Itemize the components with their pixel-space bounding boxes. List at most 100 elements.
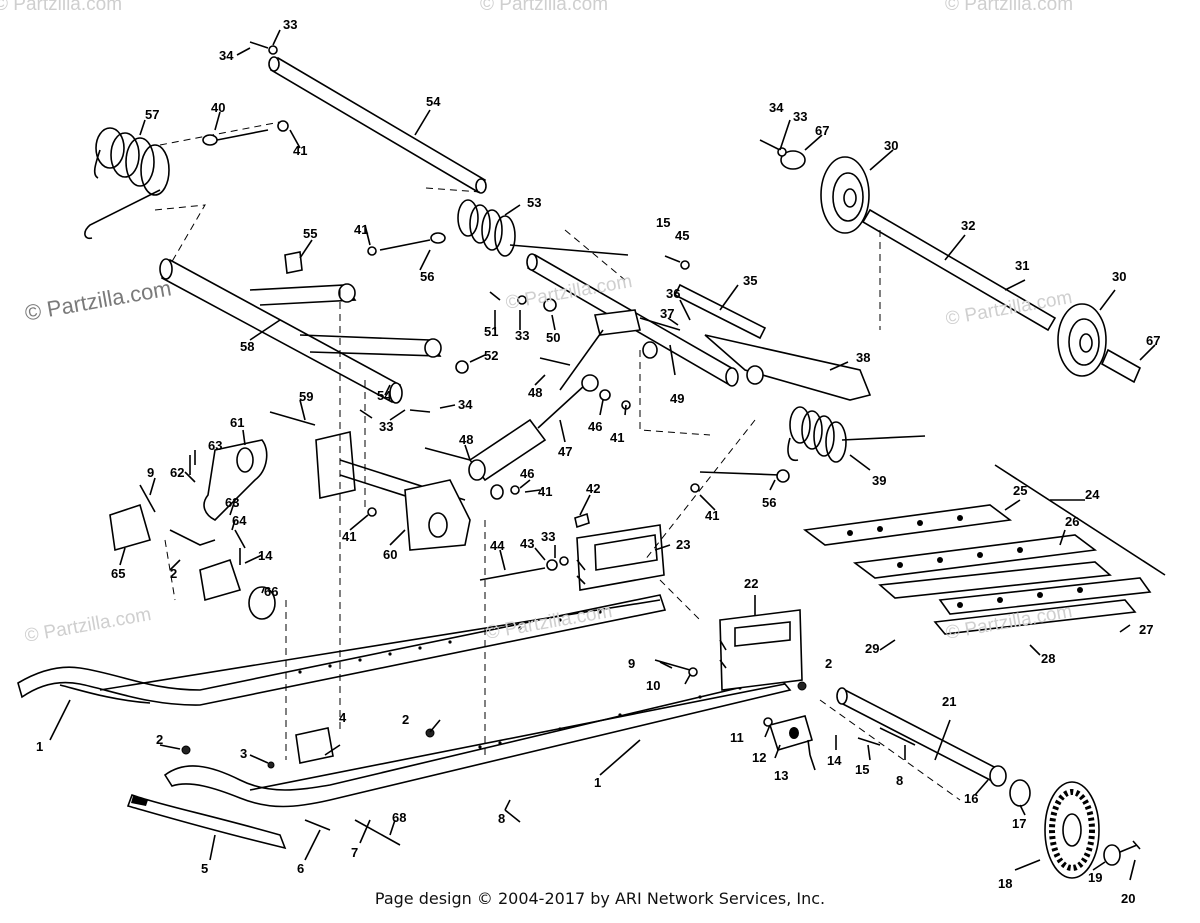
callout-41: 41 [538, 484, 552, 499]
callout-57: 57 [145, 107, 159, 122]
callout-33: 33 [515, 328, 529, 343]
upper-shaft [268, 56, 487, 194]
callout-32: 32 [961, 218, 975, 233]
front-bumper-bracket [109, 439, 276, 620]
callout-labels: 1 1 2 2 2 2 3 4 5 6 7 8 8 9 9 10 11 12 1… [36, 17, 1160, 906]
callout-34: 34 [219, 48, 234, 63]
spring-right [787, 406, 926, 463]
rear-arm [526, 253, 872, 401]
callout-15: 15 [656, 215, 670, 230]
idler-assembly [780, 150, 1142, 384]
callout-35: 35 [743, 273, 757, 288]
callout-65: 65 [111, 566, 125, 581]
callout-59: 59 [299, 389, 313, 404]
callout-60: 60 [383, 547, 397, 562]
callout-30: 30 [1112, 269, 1126, 284]
callout-45: 45 [675, 228, 689, 243]
callout-52: 52 [484, 348, 498, 363]
callout-49: 49 [670, 391, 684, 406]
callout-2: 2 [402, 712, 409, 727]
callout-6: 6 [297, 861, 304, 876]
callout-23: 23 [676, 537, 690, 552]
callout-26: 26 [1065, 514, 1079, 529]
callout-64: 64 [232, 513, 247, 528]
stopper-block [295, 727, 334, 764]
callout-63: 63 [225, 495, 239, 510]
callout-51: 51 [484, 324, 498, 339]
callout-67: 67 [815, 123, 829, 138]
callout-67: 67 [1146, 333, 1160, 348]
callout-41: 41 [293, 143, 307, 158]
callout-4: 4 [339, 710, 347, 725]
callout-7: 7 [351, 845, 358, 860]
watermark-partzilla: © Partzilla.com [480, 0, 609, 15]
callout-58: 58 [240, 339, 254, 354]
callout-66: 66 [264, 584, 278, 599]
front-brackets [315, 431, 471, 551]
callout-56: 56 [762, 495, 776, 510]
callout-19: 19 [1088, 870, 1102, 885]
copyright-footer: Page design © 2004-2017 by ARI Network S… [374, 889, 826, 908]
callout-41: 41 [610, 430, 624, 445]
callout-40: 40 [211, 100, 225, 115]
callout-9: 9 [147, 465, 154, 480]
callout-20: 20 [1121, 891, 1135, 906]
callout-17: 17 [1012, 816, 1026, 831]
callout-27: 27 [1139, 622, 1153, 637]
callout-43: 43 [520, 536, 534, 551]
callout-18: 18 [998, 876, 1012, 891]
callout-2: 2 [156, 732, 163, 747]
spring-left [84, 121, 281, 266]
callout-10: 10 [646, 678, 660, 693]
callout-leaders [49, 29, 1156, 881]
eye-bolt-left [202, 120, 289, 146]
hardware-bolts [139, 41, 916, 846]
callout-12: 12 [752, 750, 766, 765]
rear-mount-plate [719, 609, 803, 691]
watermark-partzilla: © Partzilla.com [945, 0, 1074, 15]
callout-47: 47 [558, 444, 572, 459]
callout-46: 46 [588, 419, 602, 434]
callout-55: 55 [303, 226, 317, 241]
callout-33: 33 [379, 419, 393, 434]
callout-50: 50 [546, 330, 560, 345]
callout-68: 68 [392, 810, 406, 825]
callout-46: 46 [520, 466, 534, 481]
front-mount-plate [576, 524, 665, 591]
callout-5: 5 [201, 861, 208, 876]
callout-61: 61 [230, 415, 244, 430]
callout-37: 37 [660, 306, 674, 321]
watermark-partzilla: © Partzilla.com [0, 0, 123, 15]
callout-1: 1 [594, 775, 601, 790]
rail-block [768, 715, 813, 751]
callout-2: 2 [825, 656, 832, 671]
callout-56: 56 [420, 269, 434, 284]
callout-34: 34 [769, 100, 784, 115]
callout-14: 14 [258, 548, 273, 563]
callout-30: 30 [884, 138, 898, 153]
rear-axle-assembly [836, 687, 1141, 879]
callout-16: 16 [964, 791, 978, 806]
spring-middle [425, 187, 629, 257]
callout-8: 8 [896, 773, 903, 788]
callout-33: 33 [541, 529, 555, 544]
callout-1: 1 [36, 739, 43, 754]
callout-8: 8 [498, 811, 505, 826]
callout-41: 41 [354, 222, 368, 237]
callout-63: 63 [208, 438, 222, 453]
callout-54: 54 [426, 94, 441, 109]
callout-54: 54 [377, 388, 392, 403]
callout-38: 38 [856, 350, 870, 365]
callout-42: 42 [586, 481, 600, 496]
callout-34: 34 [458, 397, 473, 412]
callout-44: 44 [490, 538, 505, 553]
callout-9: 9 [628, 656, 635, 671]
callout-11: 11 [730, 730, 744, 745]
slide-rail-left [17, 594, 667, 706]
callout-39: 39 [872, 473, 886, 488]
track-clips [802, 464, 1166, 635]
callout-28: 28 [1041, 651, 1055, 666]
callout-48: 48 [459, 432, 473, 447]
